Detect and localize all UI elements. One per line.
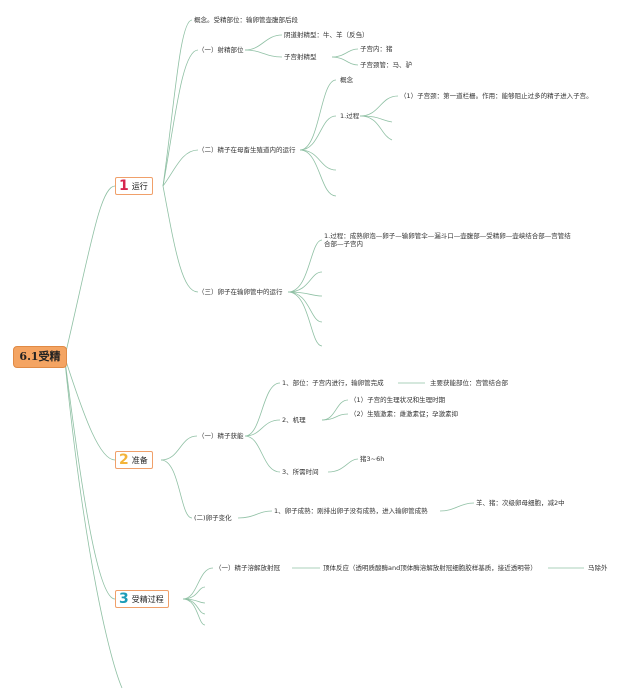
- node-ovum-changes[interactable]: (二)卵子变化: [194, 514, 232, 522]
- node-uterine-condition[interactable]: （1）子宫的生理状况和生理时期: [350, 396, 446, 404]
- node-time-required[interactable]: 3、所需时间: [282, 468, 319, 476]
- node-sperm-transport-process[interactable]: 1.过程: [340, 112, 360, 120]
- edge-b1-t12: [162, 185, 199, 293]
- node-sperm-capacitation[interactable]: （一）精子获能: [198, 432, 244, 440]
- node-cervical-canal[interactable]: 子宫颈管：马、驴: [360, 61, 412, 69]
- node-cervix-barrier[interactable]: （1）子宫颈：第一道栏栅。作用：能够阻止过多的精子进入子宫。: [400, 92, 593, 100]
- edge-b1-t10: [162, 149, 199, 187]
- edge-b1-t1: [162, 19, 193, 187]
- node-secondary-oocyte[interactable]: 羊、猪：次级卵母细胞，减2中: [476, 499, 565, 507]
- node-sperm-transport-concept[interactable]: 概念: [340, 76, 353, 84]
- node-vaginal-ejaculation[interactable]: 阴道射精型：牛、羊（反刍）: [284, 31, 369, 39]
- edge-b1-t2: [162, 49, 199, 187]
- node-ovum-maturation[interactable]: 1、卵子成熟：刚排出卵子没有成熟，进入输卵管成熟: [274, 507, 428, 515]
- branch-3-label: 受精过程: [131, 595, 164, 604]
- node-ejaculation-site[interactable]: （一）射精部位: [198, 46, 244, 54]
- edge-root-bottom: [64, 361, 123, 689]
- node-sperm-transport[interactable]: （二）精子在母畜生殖道内的运行: [198, 146, 296, 154]
- edge-root-b2: [64, 357, 116, 461]
- branch-2-label: 准备: [131, 456, 148, 465]
- node-main-capacitation-site[interactable]: 主要获能部位：宫管结合部: [430, 379, 508, 387]
- node-ovum-transport[interactable]: （三）卵子在输卵管中的运行: [198, 288, 283, 296]
- node-capacitation-site[interactable]: 1、部位：子宫内进行，输卵管完成: [282, 379, 384, 387]
- node-uterine-ejaculation[interactable]: 子宫射精型: [284, 53, 317, 61]
- node-reproductive-hormones[interactable]: （2）生殖激素：雌激素促；孕激素抑: [350, 410, 459, 418]
- node-ovum-transport-process[interactable]: 1.过程：成熟卵泡—卵子—输卵管伞—漏斗口—壶腹部—受精卵—壶峡结合部—宫管结合…: [324, 232, 571, 248]
- branch-1-number: 1: [119, 178, 129, 194]
- node-mechanism[interactable]: 2、机理: [282, 416, 306, 424]
- branch-1-label: 运行: [131, 182, 148, 191]
- node-pig-time[interactable]: 猪3~6h: [360, 455, 385, 463]
- node-except-horse[interactable]: 马除外: [588, 564, 608, 572]
- node-acrosome-reaction[interactable]: 顶体反应（透明质酸酶and顶体酶溶解放射冠细胞胶样基质，接近透明带）: [323, 564, 537, 572]
- node-fertilization-concept[interactable]: 概念。受精部位：输卵管壶腹部后段: [194, 16, 298, 24]
- node-intrauterine[interactable]: 子宫内：猪: [360, 45, 393, 53]
- branch-3-number: 3: [119, 591, 129, 607]
- branch-2-number: 2: [119, 452, 129, 468]
- root-topic[interactable]: 6.1受精: [13, 346, 67, 368]
- edge-root-b1: [64, 185, 116, 357]
- node-corona-penetration[interactable]: （一）精子溶解放射冠: [215, 564, 280, 572]
- edge-root-b3: [64, 359, 116, 600]
